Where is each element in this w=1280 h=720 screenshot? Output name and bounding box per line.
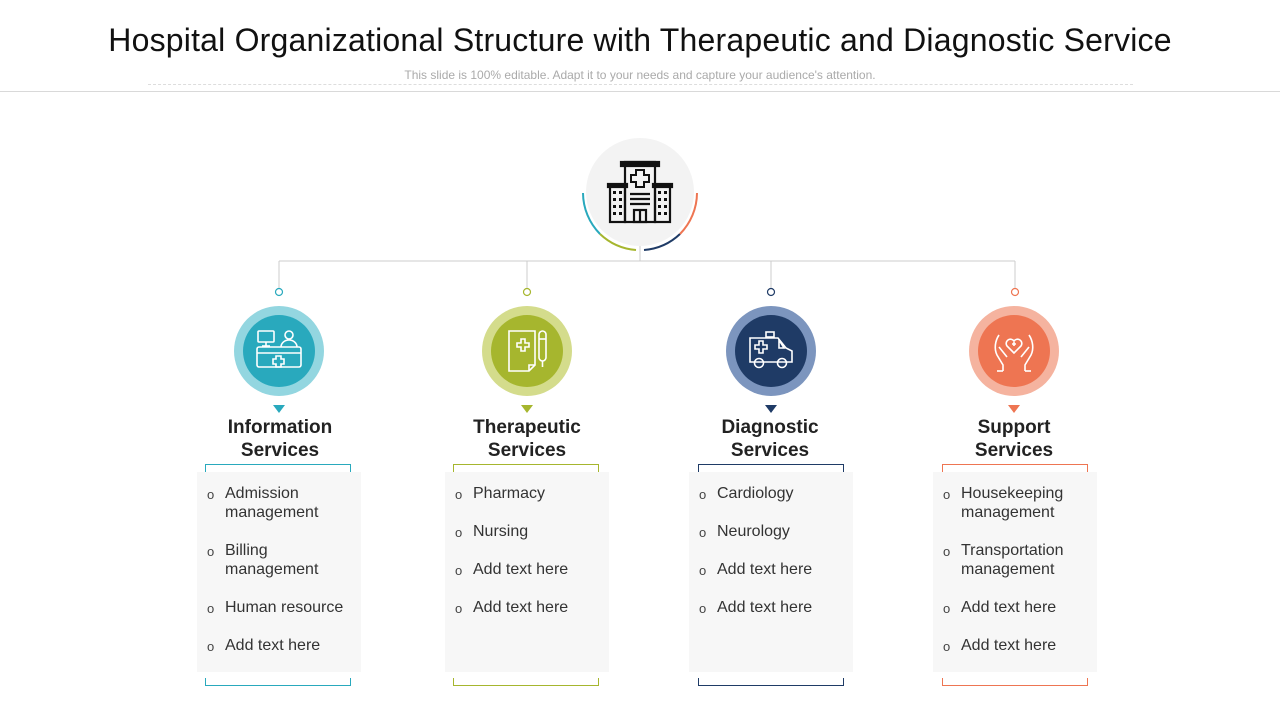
bullet-icon: o <box>455 487 463 502</box>
card-bracket-top <box>698 464 844 472</box>
hub-arc-blue <box>582 192 601 235</box>
node-support-services <box>969 306 1059 414</box>
connector-dot-2 <box>522 287 532 297</box>
node-core <box>491 315 563 387</box>
branch-title-line1: Diagnostic <box>721 417 819 438</box>
card-bracket-bottom <box>698 678 844 686</box>
node-therapeutic-services <box>482 306 572 414</box>
node-pointer <box>521 405 533 413</box>
card-bracket-bottom <box>942 678 1088 686</box>
connector-dot-1 <box>274 287 284 297</box>
bullet-icon: o <box>943 544 951 559</box>
bullet-icon: o <box>943 487 951 502</box>
node-pointer <box>1008 405 1020 413</box>
branch-title-line2: Services <box>974 440 1054 461</box>
card-bracket-top <box>453 464 599 472</box>
slide-title: Hospital Organizational Structure with T… <box>108 22 1172 58</box>
connector-dot-4 <box>1010 287 1020 297</box>
node-core <box>735 315 807 387</box>
bullet-icon: o <box>207 487 215 502</box>
header-divider <box>0 91 1280 92</box>
card-bracket-bottom <box>453 678 599 686</box>
hub-arc-green <box>599 233 637 251</box>
branch-title-line2: Services <box>240 440 320 461</box>
branch-title-line1: Support <box>977 417 1051 438</box>
bullet-icon: o <box>699 601 707 616</box>
node-core <box>243 315 315 387</box>
node-diagnostic-services <box>726 306 816 414</box>
card-bracket-bottom <box>205 678 351 686</box>
bullet-icon: o <box>943 639 951 654</box>
slide-subtitle: This slide is 100% editable. Adapt it to… <box>404 68 876 82</box>
bullet-icon: o <box>207 601 215 616</box>
node-pointer <box>273 405 285 413</box>
card-bracket-top <box>942 464 1088 472</box>
branch-title-support: Support Services <box>914 416 1114 462</box>
branch-title-diagnostic: Diagnostic Services <box>670 416 870 462</box>
caring-hands-icon <box>994 334 1034 372</box>
bullet-icon: o <box>455 563 463 578</box>
branch-title-line2: Services <box>487 440 567 461</box>
bullet-icon: o <box>943 601 951 616</box>
hub-node <box>586 138 694 246</box>
connector-dot-3 <box>766 287 776 297</box>
bullet-icon: o <box>455 601 463 616</box>
medical-report-icon <box>508 330 547 372</box>
bullet-icon: o <box>207 544 215 559</box>
bullet-icon: o <box>699 563 707 578</box>
bullet-icon: o <box>699 525 707 540</box>
hub-arc-navy <box>643 233 681 251</box>
node-information-services <box>234 306 324 414</box>
node-core <box>978 315 1050 387</box>
branch-title-line1: Information <box>227 417 333 438</box>
subtitle-dashed-divider <box>148 84 1133 85</box>
ambulance-icon <box>749 331 793 369</box>
bullet-icon: o <box>699 487 707 502</box>
reception-desk-icon <box>256 330 302 368</box>
branch-title-therapeutic: Therapeutic Services <box>427 416 627 462</box>
node-pointer <box>765 405 777 413</box>
bullet-icon: o <box>207 639 215 654</box>
hospital-building-icon <box>606 160 674 224</box>
branch-title-line1: Therapeutic <box>473 417 581 438</box>
hub-arc-orange <box>679 192 698 235</box>
bullet-icon: o <box>455 525 463 540</box>
card-bracket-top <box>205 464 351 472</box>
branch-title-information: Information Services <box>180 416 380 462</box>
branch-title-line2: Services <box>730 440 810 461</box>
